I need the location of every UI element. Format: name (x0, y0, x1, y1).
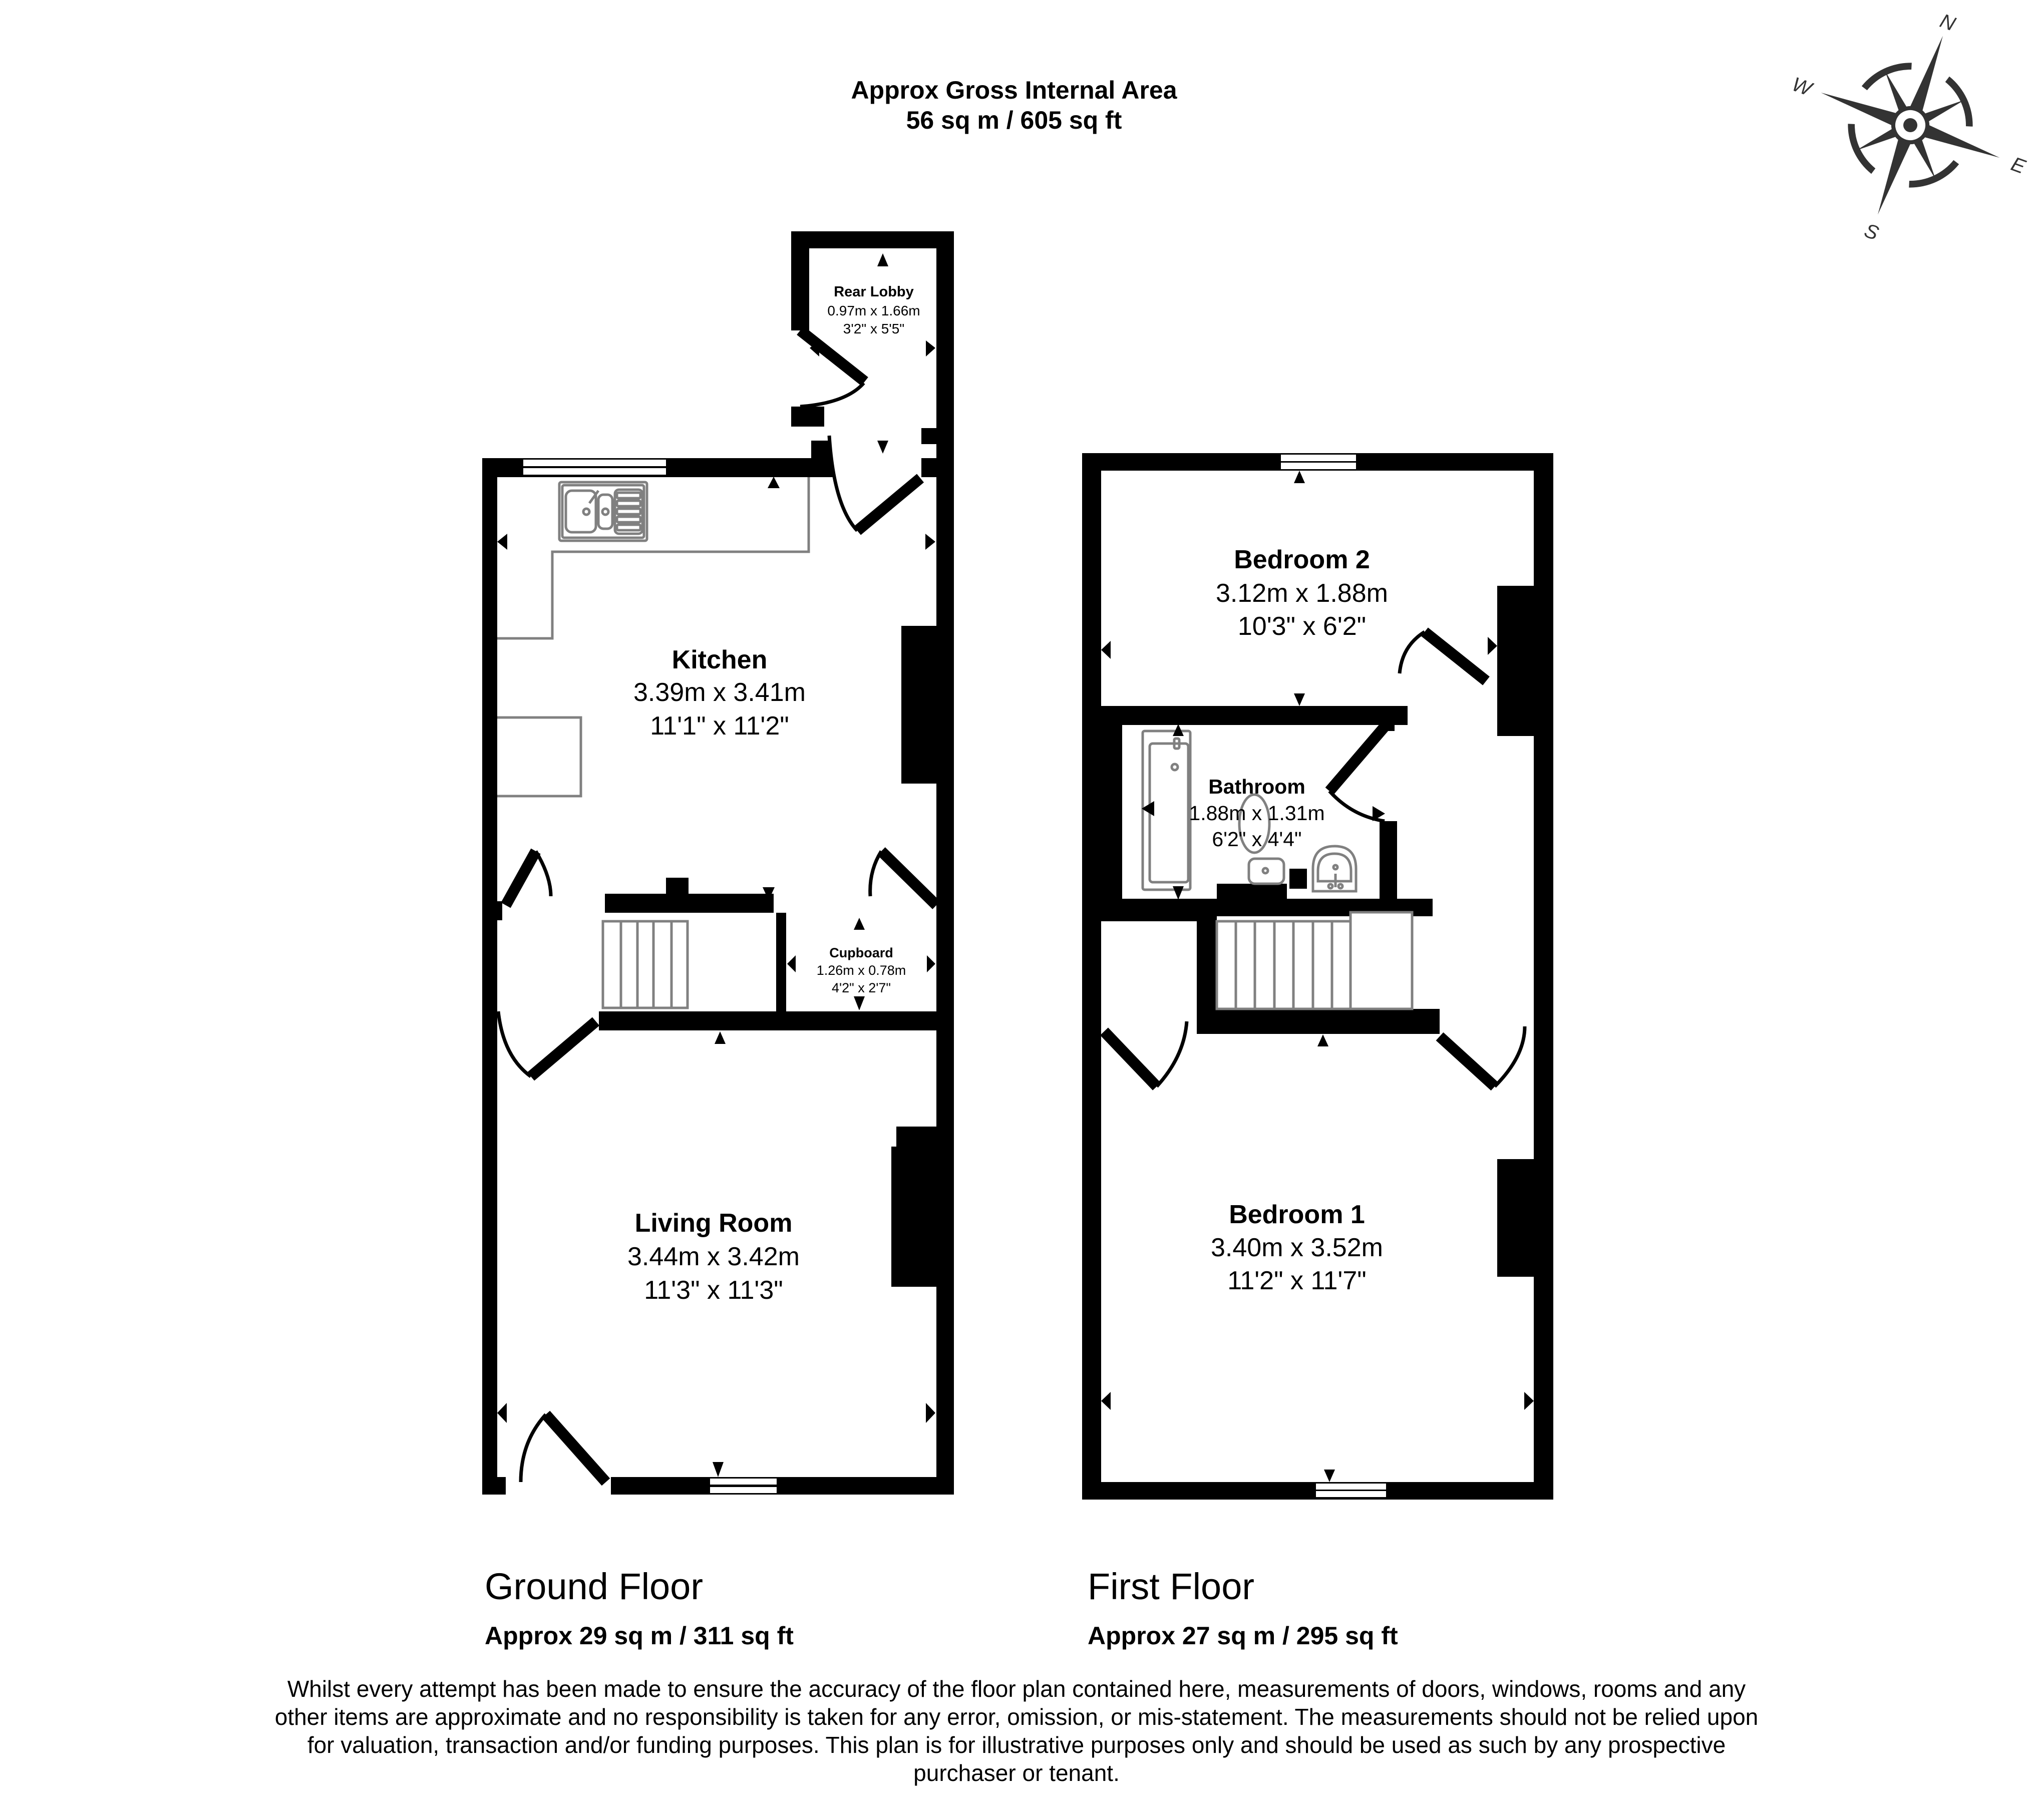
room-label-bathroom: Bathroom 1.88m x 1.31m 6'2" x 4'4" (1189, 775, 1324, 851)
kitchen-appliance-space (497, 716, 582, 798)
svg-text:3'2" x 5'5": 3'2" x 5'5" (843, 321, 904, 336)
svg-text:Living Room: Living Room (635, 1209, 793, 1238)
ground-floor-plan: Rear Lobby 0.97m x 1.66m 3'2" x 5'5" Kit… (482, 231, 954, 1495)
kitchen-sink-icon (558, 481, 648, 542)
svg-text:11'3" x 11'3": 11'3" x 11'3" (644, 1276, 783, 1305)
bedroom-1-window (1316, 1484, 1386, 1497)
living-room-door[interactable] (527, 1017, 600, 1081)
svg-text:0.97m x 1.66m: 0.97m x 1.66m (827, 303, 920, 318)
svg-text:6'2" x 4'4": 6'2" x 4'4" (1212, 828, 1301, 851)
dimension-arrows-first (1101, 471, 1534, 1482)
room-label-bedroom-1: Bedroom 1 3.40m x 3.52m 11'2" x 11'7" (1211, 1200, 1383, 1295)
svg-text:Cupboard: Cupboard (829, 945, 893, 960)
compass-west-label: W (1789, 73, 1816, 101)
svg-text:Kitchen: Kitchen (672, 645, 768, 674)
compass-north-label: N (1937, 10, 1958, 36)
ground-floor-stairs (601, 920, 689, 1009)
bedroom-2-window (1281, 455, 1356, 469)
first-floor-label: First Floor (1088, 1566, 1254, 1607)
gross-area-title: Approx Gross Internal Area (851, 76, 1177, 104)
toilet-icon (1238, 793, 1285, 885)
room-label-bedroom-2: Bedroom 2 3.12m x 1.88m 10'3" x 6'2" (1216, 545, 1388, 641)
compass-east-label: E (2008, 153, 2028, 178)
kitchen-chimney-breast (901, 626, 936, 784)
kitchen-window (523, 460, 666, 475)
svg-text:3.12m x 1.88m: 3.12m x 1.88m (1216, 579, 1388, 608)
bedroom-1-right-door[interactable] (1436, 1032, 1499, 1091)
wash-basin-icon (1311, 845, 1358, 893)
svg-text:11'2" x 11'7": 11'2" x 11'7" (1227, 1266, 1366, 1295)
rear-lobby-door[interactable] (797, 326, 868, 386)
room-label-kitchen: Kitchen 3.39m x 3.41m 11'1" x 11'2" (633, 645, 806, 741)
bedroom-1-chimney-breast (1497, 1159, 1534, 1277)
svg-text:3.44m x 3.42m: 3.44m x 3.42m (627, 1242, 800, 1271)
room-label-rear-lobby: Rear Lobby 0.97m x 1.66m 3'2" x 5'5" (827, 284, 920, 336)
ground-floor-label: Ground Floor (485, 1566, 703, 1607)
front-door[interactable] (541, 1410, 610, 1486)
svg-text:4'2" x 2'7": 4'2" x 2'7" (832, 980, 891, 995)
svg-text:Bedroom 2: Bedroom 2 (1234, 545, 1370, 574)
kitchen-left-door[interactable] (501, 848, 541, 908)
gross-area-value: 56 sq m / 605 sq ft (906, 106, 1122, 134)
living-room-window (710, 1479, 777, 1493)
living-room-chimney-breast (891, 1147, 936, 1287)
svg-text:3.40m x 3.52m: 3.40m x 3.52m (1211, 1233, 1383, 1262)
svg-text:Rear Lobby: Rear Lobby (834, 284, 914, 300)
ground-floor-area: Approx 29 sq m / 311 sq ft (485, 1622, 794, 1650)
svg-text:Bathroom: Bathroom (1208, 775, 1305, 798)
room-label-cupboard: Cupboard 1.26m x 0.78m 4'2" x 2'7" (817, 945, 906, 995)
svg-text:1.26m x 0.78m: 1.26m x 0.78m (817, 963, 906, 978)
kitchen-counter (497, 477, 810, 640)
gross-area-header: Approx Gross Internal Area 56 sq m / 605… (726, 75, 1302, 135)
compass-south-label: S (1861, 219, 1881, 245)
dimension-arrows-ground (497, 253, 935, 1477)
svg-text:10'3" x 6'2": 10'3" x 6'2" (1238, 612, 1366, 641)
svg-text:3.39m x 3.41m: 3.39m x 3.41m (633, 678, 806, 707)
svg-text:11'1" x 11'2": 11'1" x 11'2" (650, 711, 789, 741)
svg-text:Bedroom 1: Bedroom 1 (1229, 1200, 1365, 1229)
bedroom-2-chimney-breast (1497, 586, 1534, 736)
bedroom-1-left-door[interactable] (1100, 1027, 1161, 1090)
room-label-living-room: Living Room 3.44m x 3.42m 11'3" x 11'3" (627, 1209, 800, 1305)
svg-text:1.88m x 1.31m: 1.88m x 1.31m (1189, 802, 1324, 825)
first-floor-plan: Bedroom 2 3.12m x 1.88m 10'3" x 6'2" Bat… (1082, 453, 1553, 1500)
first-floor-stairs (1215, 911, 1414, 1010)
disclaimer-text: Whilst every attempt has been made to en… (274, 1676, 1759, 1786)
first-floor-area: Approx 27 sq m / 295 sq ft (1088, 1622, 1398, 1650)
bedroom-2-door[interactable] (1421, 627, 1490, 685)
compass-rose-icon: N E S W (1789, 10, 2028, 245)
cupboard-area-door[interactable] (877, 847, 940, 909)
kitchen-lobby-door[interactable] (853, 474, 924, 535)
bathroom-door[interactable] (1325, 721, 1391, 795)
